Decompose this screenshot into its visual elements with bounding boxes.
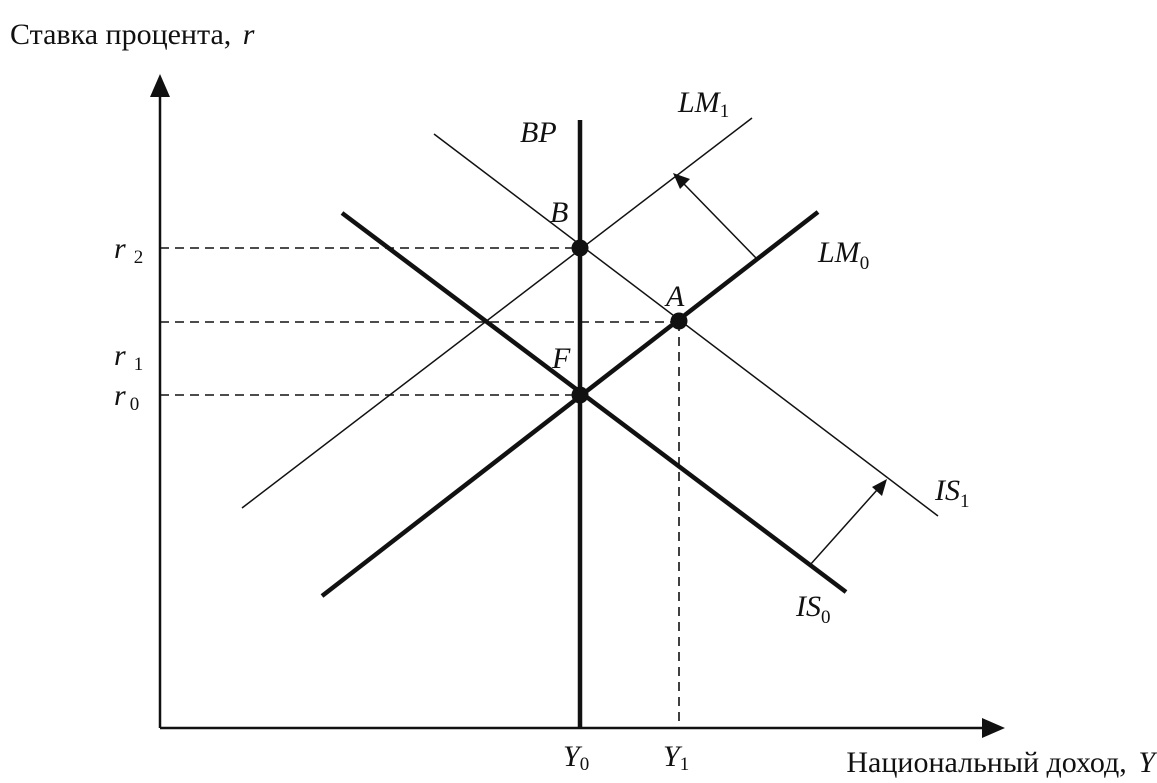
guide-lines: [160, 247, 680, 728]
is1-label: IS1: [934, 474, 970, 512]
bp-label: BP: [520, 116, 557, 149]
point-f-label: F: [551, 342, 571, 375]
tick-y0: Y0: [563, 740, 589, 775]
is0-label: IS0: [795, 590, 831, 628]
x-axis-arrowhead: [982, 718, 1005, 738]
point-b-dot: [571, 239, 589, 257]
lm0-label: LM0: [817, 236, 869, 274]
lm1-label: LM1: [677, 86, 729, 122]
x-axis-title: Национальный доход, Y: [846, 746, 1157, 779]
lm0-curve: [320, 210, 820, 598]
point-a-label: A: [664, 280, 685, 313]
point-b-label: B: [550, 196, 568, 229]
is0-curve: [340, 211, 848, 594]
lm1-curve: [241, 117, 753, 509]
y-axis-arrowhead: [150, 74, 170, 97]
lm-shift-arrow-head: [673, 173, 690, 189]
tick-y1: Y1: [663, 740, 689, 775]
x-axis-variable: Y: [1138, 746, 1157, 779]
is-shift-arrow: [809, 479, 887, 566]
y-axis-title: Ставка процента, r: [10, 18, 255, 51]
point-f-dot: [571, 386, 589, 404]
y-axis-variable: r: [243, 18, 255, 51]
is-shift-arrow-head: [872, 479, 887, 496]
is-shift-arrow-shaft: [809, 489, 878, 566]
lm-shift-arrow-shaft: [683, 183, 757, 259]
point-a-dot: [670, 312, 688, 330]
lm-shift-arrow: [673, 173, 757, 259]
